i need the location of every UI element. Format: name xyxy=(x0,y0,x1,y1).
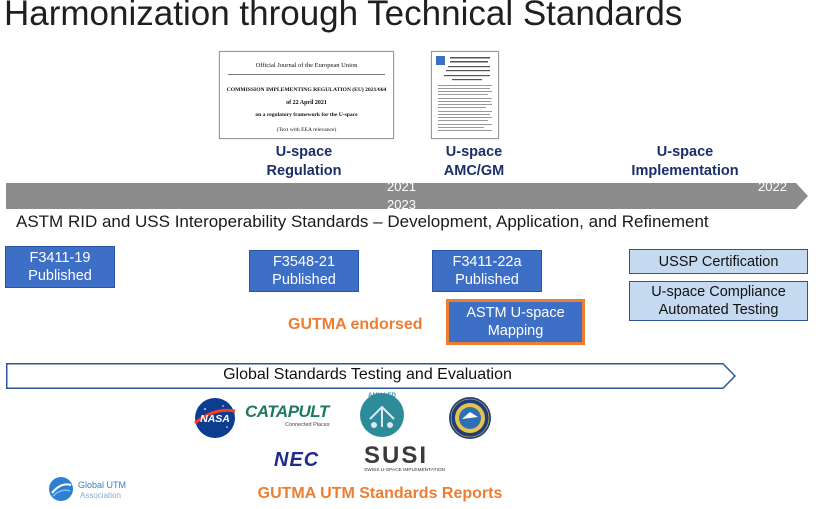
milestone-line: U-space xyxy=(445,144,503,160)
milestone-line: Regulation xyxy=(266,163,342,179)
standard-code: F3411-19 xyxy=(29,250,91,266)
catapult-subtitle: Connected Places xyxy=(285,422,330,428)
gutma-logo: Global UTM Association xyxy=(48,476,148,504)
testing-evaluation-arrow xyxy=(6,363,736,389)
doc-regulation-subject: on a regulatory framework for the U-spac… xyxy=(255,112,358,118)
npa-document-preview-icon xyxy=(436,56,492,131)
nec-logo: NEC xyxy=(274,449,320,471)
doc-regulation-note: (Text with EEA relevance) xyxy=(276,127,337,133)
timeline-year-2021: 2021 xyxy=(387,179,416,194)
susi-wordmark: SUSI xyxy=(364,442,429,469)
milestone-line: Implementation xyxy=(631,163,739,179)
slide-title: Harmonization through Technical Standard… xyxy=(4,0,683,33)
amu-led-logo: AMU-LED xyxy=(359,389,405,439)
gutma-utm-standards-reports-label: GUTMA UTM Standards Reports xyxy=(257,485,503,502)
astm-standards-subtitle: ASTM RID and USS Interoperability Standa… xyxy=(16,212,709,231)
milestone-line: U-space xyxy=(656,144,714,160)
standard-f3411-22a-box: F3411-22a Published xyxy=(432,250,542,292)
milestone-uspace-amc-gm: U-space AMC/GM xyxy=(414,143,534,181)
doc-regulation-date: of 22 April 2021 xyxy=(286,100,327,106)
ussp-certification-box: USSP Certification xyxy=(629,249,808,274)
milestone-line: U-space xyxy=(275,144,333,160)
standard-f3548-21-box: F3548-21 Published xyxy=(249,250,359,292)
standard-status: Published xyxy=(455,272,519,288)
svg-text:AMU-LED: AMU-LED xyxy=(368,393,396,399)
mapping-line: ASTM U-space xyxy=(466,305,565,321)
gutma-logo-line2: Association xyxy=(80,491,121,500)
catapult-wordmark: CATAPULT xyxy=(245,402,329,421)
standard-status: Published xyxy=(28,268,92,284)
timeline-year-2023: 2023 xyxy=(387,197,416,212)
standard-status: Published xyxy=(272,272,336,288)
standard-f3411-19-box: F3411-19 Published xyxy=(5,246,115,288)
susi-subtitle: SWISS U-SPACE IMPLEMENTATION xyxy=(364,468,446,473)
svg-text:NASA: NASA xyxy=(200,413,230,425)
milestone-uspace-implementation: U-space Implementation xyxy=(604,143,766,181)
compliance-line: Automated Testing xyxy=(658,302,779,318)
npa-document-thumbnail xyxy=(431,51,499,139)
susi-logo: SUSI SWISS U-SPACE IMPLEMENTATION xyxy=(364,444,448,476)
doc-regulation-title: COMMISSION IMPLEMENTING REGULATION (EU) … xyxy=(226,87,387,93)
nasa-logo: NASA xyxy=(193,397,237,439)
milestone-line: AMC/GM xyxy=(443,163,505,179)
testing-evaluation-label: Global Standards Testing and Evaluation xyxy=(223,366,512,383)
timeline-arrow xyxy=(6,183,808,209)
timeline-year-2022: 2022 xyxy=(758,179,787,194)
doc-divider xyxy=(228,74,385,75)
gutma-globe-icon xyxy=(49,477,73,501)
doc-journal-header: Official Journal of the European Union xyxy=(255,62,358,69)
compliance-line: U-space Compliance xyxy=(651,284,786,300)
eu-regulation-document-thumbnail: Official Journal of the European Union C… xyxy=(219,51,394,139)
milestone-uspace-regulation: U-space Regulation xyxy=(244,143,364,181)
catapult-logo: CATAPULT Connected Places xyxy=(245,402,339,436)
standard-code: F3411-22a xyxy=(452,254,522,270)
uspace-compliance-testing-box: U-space Compliance Automated Testing xyxy=(629,281,808,321)
mapping-line: Mapping xyxy=(487,323,544,339)
standard-code: F3548-21 xyxy=(272,254,336,270)
faa-seal-logo xyxy=(448,396,492,440)
gutma-logo-line1: Global UTM xyxy=(78,480,127,490)
astm-uspace-mapping-box: ASTM U-space Mapping xyxy=(446,299,585,345)
gutma-endorsed-label: GUTMA endorsed xyxy=(288,316,423,333)
ussp-certification-label: USSP Certification xyxy=(658,253,779,270)
